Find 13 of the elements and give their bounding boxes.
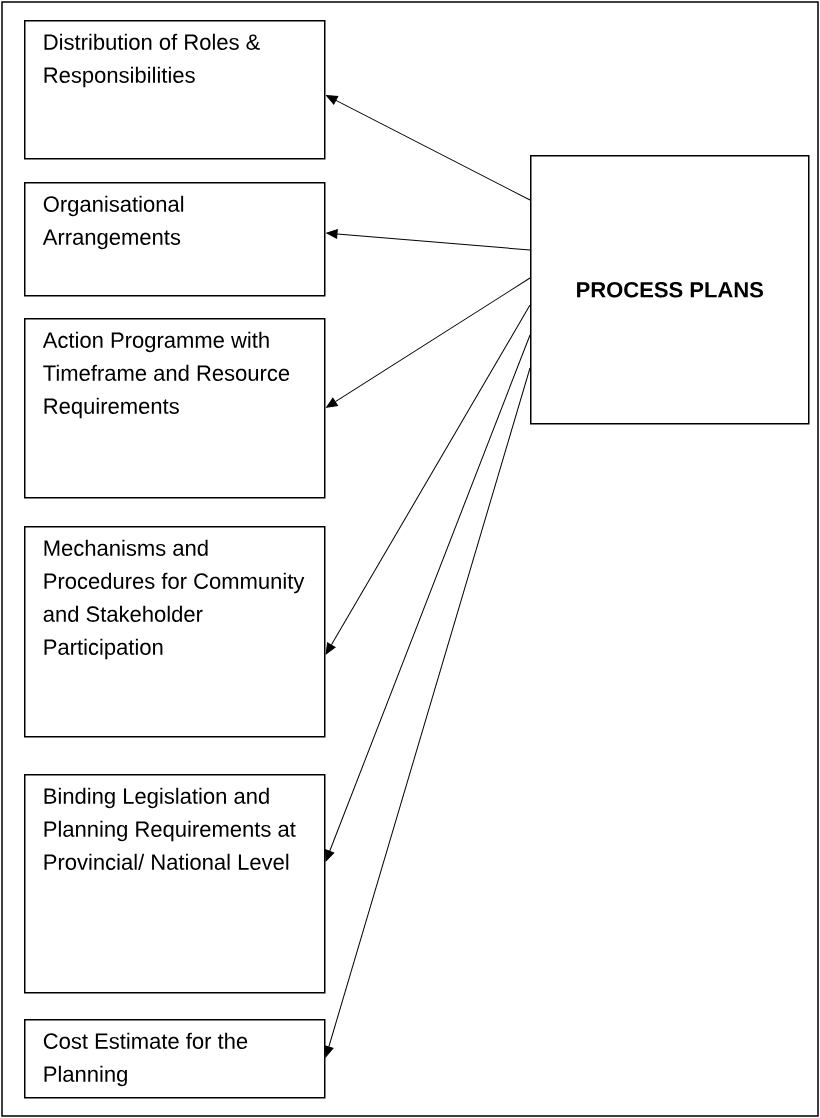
arrow [326, 95, 531, 201]
process-box: Distribution of Roles & Responsibilities [24, 20, 326, 160]
arrow [325, 304, 531, 655]
process-box: PROCESS PLANS [530, 155, 810, 425]
arrow [326, 277, 531, 408]
arrow [325, 334, 531, 862]
arrow [326, 229, 531, 251]
process-box: Binding Legislation and Planning Requirements at Provincial/ National Level [24, 774, 326, 994]
process-box: Action Programme with Timeframe and Resource Requirements [24, 318, 326, 499]
process-box: Mechanisms and Procedures for Community and Stakeholder Participation [24, 526, 326, 738]
process-box: Cost Estimate for the Planning [24, 1019, 326, 1099]
arrow [324, 367, 531, 1058]
process-box: Organisational Arrangements [24, 182, 326, 297]
